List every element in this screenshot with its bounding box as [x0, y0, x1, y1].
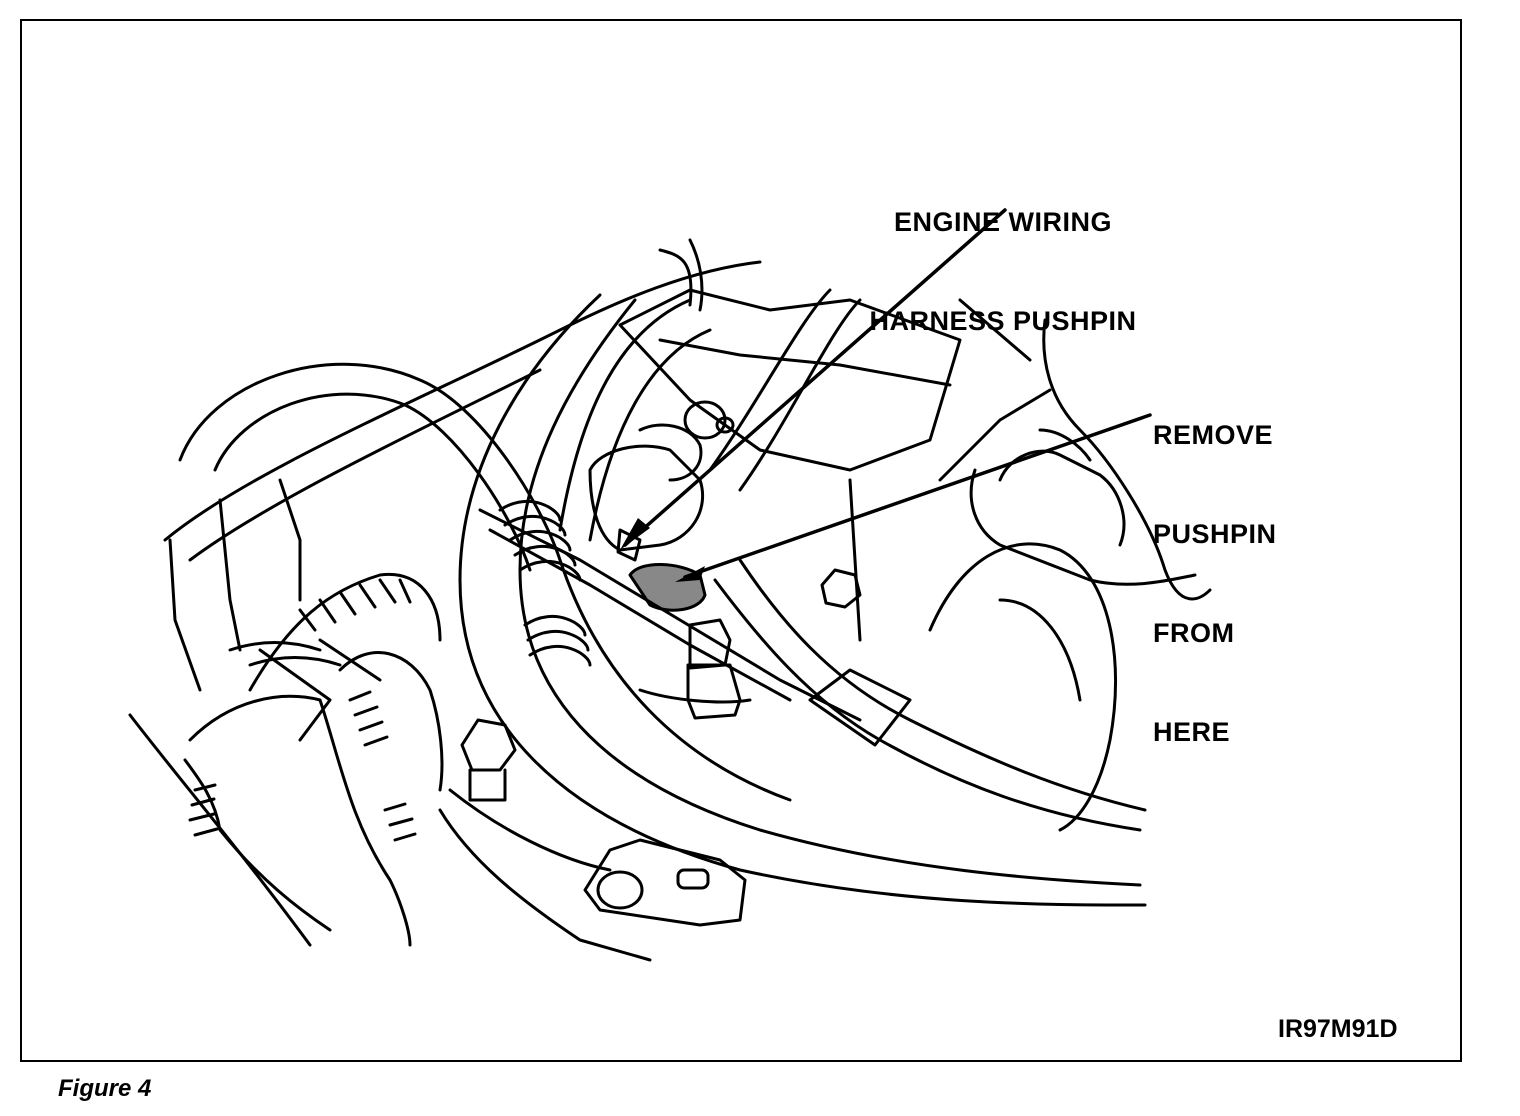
plug-top — [690, 620, 730, 668]
lower-bracket — [585, 840, 745, 925]
leader-remove — [685, 415, 1150, 577]
tube-center-2 — [590, 330, 710, 540]
sensor-right — [1040, 430, 1090, 460]
left-block — [170, 500, 240, 690]
corrugated-harness — [130, 574, 442, 945]
callout-line: REMOVE — [1153, 420, 1274, 450]
cable-right-1 — [740, 560, 1145, 810]
plug-body — [688, 665, 740, 718]
callout-line: ENGINE WIRING — [893, 207, 1112, 237]
main-cable-1 — [460, 295, 1145, 905]
callout-line: HARNESS PUSHPIN — [869, 306, 1137, 336]
illustration-code: IR97M91D — [1278, 1015, 1398, 1043]
lower-bolt-hole — [598, 872, 642, 908]
left-block-2 — [280, 480, 300, 600]
sensor-face — [971, 470, 1195, 584]
lower-frame-2 — [450, 790, 610, 870]
strap-diagonal-2 — [490, 530, 790, 700]
arrowhead-remove — [675, 566, 705, 582]
figure-caption: Figure 4 — [58, 1075, 152, 1102]
lower-frame — [440, 810, 650, 960]
leader-harness — [625, 210, 1005, 545]
callout-remove-pushpin: REMOVE PUSHPIN FROM HERE — [1153, 353, 1277, 782]
main-cable-3 — [690, 240, 702, 310]
panel-edge-right — [850, 300, 1030, 640]
top-bracket-inner — [660, 340, 950, 385]
bolt-ring-inner — [717, 418, 733, 432]
sensor-body — [1044, 320, 1210, 599]
engine-edge-top — [165, 262, 760, 540]
bolt-left — [462, 720, 515, 770]
panel-lower-right — [940, 390, 1050, 480]
housing-right — [930, 544, 1116, 830]
strap-diagonal — [480, 510, 860, 720]
lower-slot — [678, 870, 708, 888]
spring-coil — [500, 501, 590, 665]
main-cable-4 — [660, 250, 691, 305]
plug-base — [640, 690, 750, 702]
connector-knob — [640, 425, 701, 480]
engine-edge-top-2 — [190, 370, 540, 560]
arrowhead-harness — [620, 518, 650, 550]
figure-frame — [20, 19, 1462, 1062]
harness-loop-outer — [180, 364, 790, 800]
cable-sleeve — [810, 670, 910, 745]
pushpin-target — [630, 564, 705, 610]
callout-line: FROM — [1153, 618, 1235, 648]
cable-right-2 — [715, 580, 1140, 830]
callout-line: PUSHPIN — [1153, 519, 1277, 549]
bolt-right — [822, 570, 860, 607]
sensor-cap — [1000, 451, 1124, 545]
housing-right-2 — [1000, 600, 1080, 700]
bolt-left-shaft — [470, 770, 505, 800]
tube-right-2 — [740, 300, 860, 490]
main-cable-2 — [520, 300, 1140, 885]
connector-body — [590, 446, 703, 550]
callout-line: HERE — [1153, 717, 1231, 747]
tube-center-1 — [560, 300, 690, 530]
callout-engine-wiring-harness-pushpin: ENGINE WIRING HARNESS PUSHPIN — [853, 140, 1153, 371]
